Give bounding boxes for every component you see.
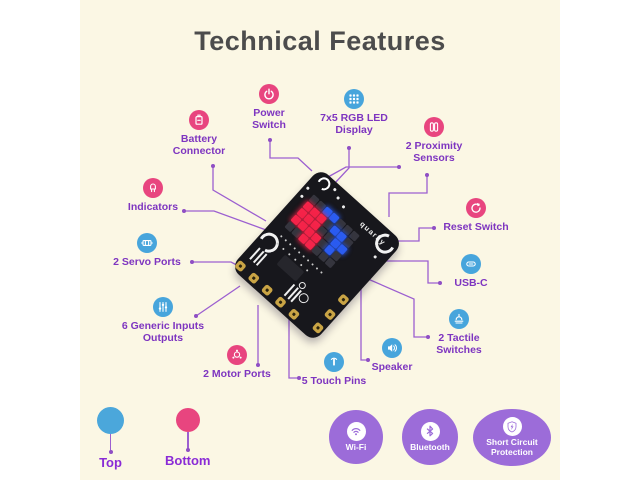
feature-usb-c: USB-C: [441, 254, 501, 289]
feature-touch-pins: 5 Touch Pins: [289, 352, 379, 387]
legend-top-dot: [97, 407, 124, 434]
connector-usb: [386, 260, 440, 284]
tactile-icon: [449, 309, 469, 329]
feature-led-display: 7x5 RGB LED Display: [309, 89, 399, 137]
gold-pad: [274, 295, 287, 309]
gold-pad: [247, 271, 261, 285]
connector-tactile: [367, 278, 428, 338]
feature-label: 6 Generic Inputs Outputs: [121, 320, 205, 345]
bluetooth-icon: [420, 421, 440, 441]
feature-proximity-sensors: 2 Proximity Sensors: [394, 117, 474, 165]
feature-label: Reset Switch: [443, 221, 509, 233]
connector-power: [269, 140, 313, 172]
legend-bottom-dot: [175, 408, 200, 432]
legend-bottom: Bottom: [165, 408, 211, 468]
legend-top: Top: [97, 407, 124, 470]
gold-pad: [287, 307, 301, 321]
feature-label: Indicators: [127, 201, 179, 213]
proximity-icon: [424, 117, 444, 137]
battery-icon: [189, 110, 209, 130]
gold-pad: [311, 321, 325, 335]
feature-reset-switch: Reset Switch: [431, 198, 521, 233]
indicator-icon: [143, 178, 163, 198]
connector-indicators: [184, 210, 267, 231]
feature-label: 2 Servo Ports: [113, 256, 181, 268]
connector-reset: [380, 227, 434, 242]
feature-servo-ports: 2 Servo Ports: [102, 233, 192, 268]
gold-pad: [234, 259, 247, 273]
feature-label: 2 Motor Ports: [203, 368, 271, 380]
feature-power-switch: Power Switch: [234, 84, 304, 132]
speaker-icon: [382, 338, 402, 358]
badge-short-circuit-label: Short Circuit Protection: [486, 437, 538, 457]
feature-label: Power Switch: [252, 107, 286, 132]
servo-icon: [137, 233, 157, 253]
badge-wifi: Wi-Fi: [329, 410, 383, 464]
sliders-icon: [153, 297, 173, 317]
badge-short-circuit: Short Circuit Protection: [473, 409, 551, 466]
badge-bluetooth-label: Bluetooth: [410, 441, 450, 452]
badge-bluetooth: Bluetooth: [402, 409, 458, 465]
connector-proximity-b: [388, 175, 428, 217]
feature-label: Speaker: [371, 361, 413, 373]
feature-speaker: Speaker: [357, 338, 427, 373]
connector-proximity-a: [327, 166, 399, 178]
feature-label: 7x5 RGB LED Display: [320, 112, 388, 137]
wifi-icon: [346, 421, 366, 441]
connector-touch: [288, 318, 299, 379]
feature-label: 2 Tactile Switches: [436, 332, 482, 357]
board-eye-curl: [315, 175, 333, 193]
led-matrix: [284, 194, 360, 268]
feature-label: 2 Proximity Sensors: [405, 140, 463, 165]
gold-pad: [323, 308, 337, 321]
legend-top-label: Top: [99, 455, 122, 470]
gold-pad: [337, 293, 350, 306]
board-chip: [276, 254, 305, 282]
connector-battery: [212, 166, 267, 222]
feature-label: 5 Touch Pins: [301, 375, 367, 387]
feature-indicators: Indicators: [113, 178, 193, 213]
led-grid-icon: [344, 89, 364, 109]
feature-motor-ports: 2 Motor Ports: [192, 345, 282, 380]
touch-icon: [324, 352, 344, 372]
legend-bottom-label: Bottom: [165, 453, 211, 468]
feature-battery-connector: Battery Connector: [154, 110, 244, 158]
connector-gio: [195, 285, 241, 317]
motor-icon: [227, 345, 247, 365]
gold-pad: [260, 283, 274, 297]
badge-wifi-label: Wi-Fi: [345, 441, 367, 452]
feature-label: Battery Connector: [172, 133, 226, 158]
power-icon: [259, 84, 279, 104]
feature-generic-io: 6 Generic Inputs Outputs: [108, 297, 218, 345]
reset-icon: [466, 198, 486, 218]
shield-icon: [502, 417, 522, 437]
feature-tactile-switches: 2 Tactile Switches: [424, 309, 494, 357]
usb-icon: [461, 254, 481, 274]
connector-speaker: [360, 282, 368, 361]
page-title: Technical Features: [194, 26, 446, 56]
feature-label: USB-C: [454, 277, 488, 289]
